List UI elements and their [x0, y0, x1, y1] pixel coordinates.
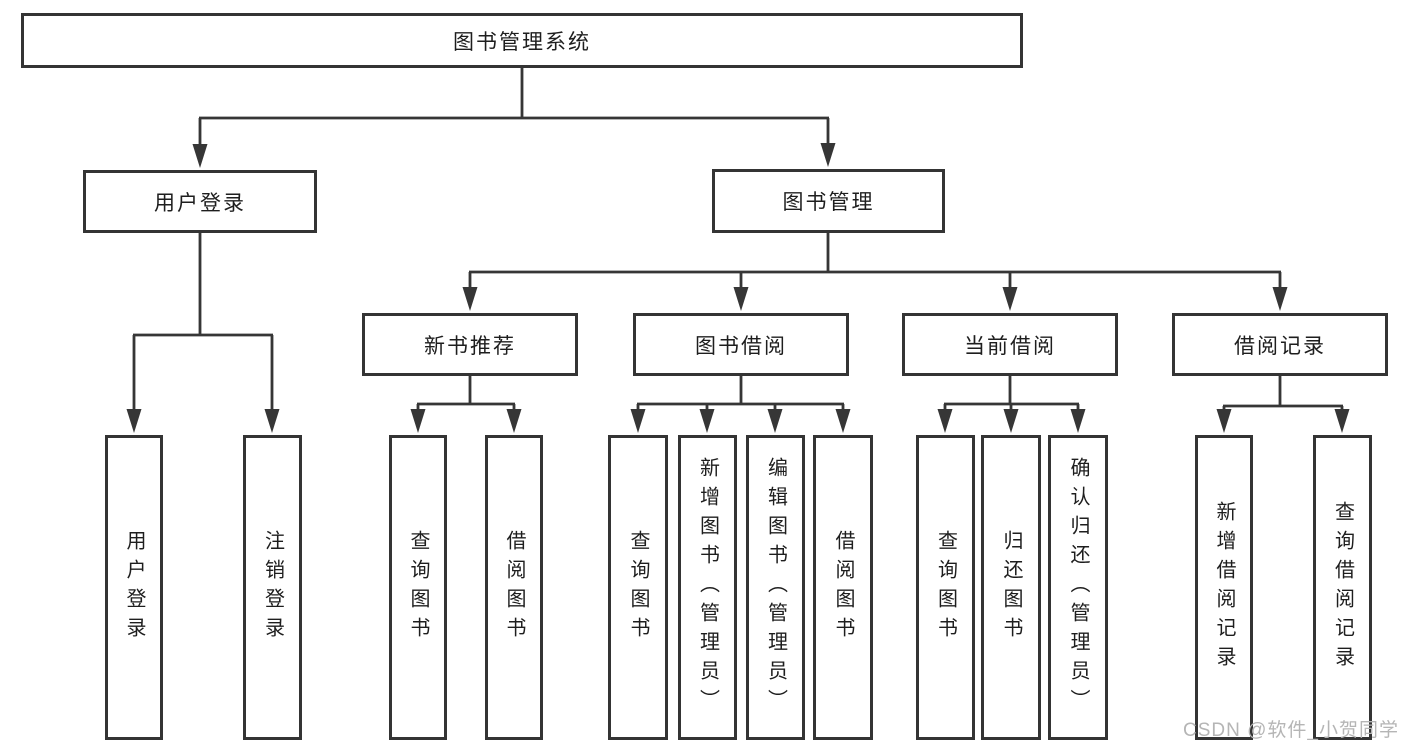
leaf-add-book-admin-label: 新增图书（管理员）: [696, 457, 719, 718]
leaf-query-book-recommend: 查询图书: [389, 435, 447, 740]
node-root-label: 图书管理系统: [453, 30, 591, 54]
leaf-user-login-label: 用户登录: [123, 529, 145, 646]
leaf-add-borrow-record-label: 新增借阅记录: [1213, 500, 1235, 675]
leaf-borrow-book: 借阅图书: [813, 435, 873, 740]
node-book-management-label: 图书管理: [782, 191, 875, 214]
leaf-query-borrow-record-label: 查询借阅记录: [1331, 500, 1354, 675]
leaf-logout-label: 注销登录: [261, 529, 284, 646]
node-new-book-recommend-label: 新书推荐: [424, 334, 516, 358]
leaf-borrow-book-recommend-label: 借阅图书: [503, 529, 525, 646]
leaf-add-borrow-record: 新增借阅记录: [1195, 435, 1253, 740]
leaf-return-book: 归还图书: [981, 435, 1041, 740]
node-user-login: 用户登录: [83, 170, 317, 233]
node-borrow-records-label: 借阅记录: [1234, 334, 1326, 358]
leaf-query-book-borrow-label: 查询图书: [627, 529, 649, 646]
leaf-return-book-label: 归还图书: [1000, 529, 1022, 646]
node-book-borrow: 图书借阅: [633, 313, 849, 376]
leaf-confirm-return-admin: 确认归还（管理员）: [1048, 435, 1108, 740]
leaf-borrow-book-recommend: 借阅图书: [485, 435, 543, 740]
node-user-login-label: 用户登录: [154, 191, 246, 215]
leaf-query-book-current: 查询图书: [916, 435, 975, 740]
leaf-logout: 注销登录: [243, 435, 302, 740]
leaf-add-book-admin: 新增图书（管理员）: [678, 435, 737, 740]
leaf-query-borrow-record: 查询借阅记录: [1313, 435, 1372, 740]
csdn-watermark: CSDN @软件_小贺同学: [1183, 720, 1399, 741]
leaf-edit-book-admin: 编辑图书（管理员）: [746, 435, 805, 740]
node-borrow-records: 借阅记录: [1172, 313, 1388, 376]
node-new-book-recommend: 新书推荐: [362, 313, 578, 376]
node-current-borrow: 当前借阅: [902, 313, 1118, 376]
leaf-edit-book-admin-label: 编辑图书（管理员）: [764, 457, 787, 718]
node-book-management: 图书管理: [712, 169, 945, 233]
leaf-user-login: 用户登录: [105, 435, 163, 740]
leaf-query-book-recommend-label: 查询图书: [407, 529, 429, 646]
leaf-query-book-current-label: 查询图书: [934, 529, 957, 646]
node-root: 图书管理系统: [21, 13, 1023, 68]
leaf-confirm-return-admin-label: 确认归还（管理员）: [1067, 457, 1089, 718]
node-book-borrow-label: 图书借阅: [695, 334, 787, 358]
leaf-borrow-book-label: 借阅图书: [832, 529, 854, 646]
leaf-query-book-borrow: 查询图书: [608, 435, 668, 740]
node-current-borrow-label: 当前借阅: [964, 334, 1056, 358]
